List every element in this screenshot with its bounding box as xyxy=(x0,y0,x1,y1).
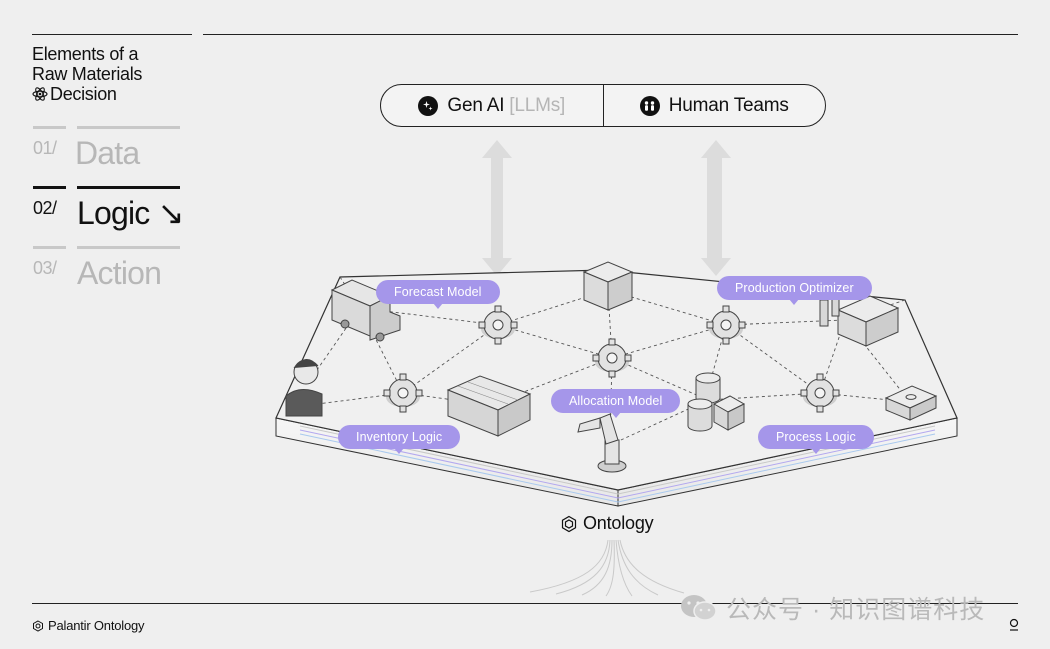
storage-tanks-icon xyxy=(687,372,746,432)
step3-rule-label xyxy=(77,246,180,249)
step2-rule-label xyxy=(77,186,180,189)
sparkle-icon xyxy=(418,95,439,116)
network-edges xyxy=(309,276,911,446)
step2-rule-num xyxy=(33,186,66,189)
sidebar-title: Elements of a Raw Materials Decision xyxy=(32,44,202,104)
gen-ai-segment[interactable]: Gen AI [LLMs] xyxy=(381,85,603,126)
watermark: 公众号 · 知识图谱科技 xyxy=(680,590,985,626)
watermark-text: 公众号 · 知识图谱科技 xyxy=(726,596,986,624)
atom-icon xyxy=(32,87,48,101)
step-3-label[interactable]: Action xyxy=(77,255,162,291)
llms-suffix: [LLMs] xyxy=(509,94,566,116)
footer-brand: Palantir Ontology xyxy=(32,618,145,633)
factory-icon xyxy=(819,295,900,347)
forecast-model-tag[interactable]: Forecast Model xyxy=(376,280,500,309)
human-teams-label: Human Teams xyxy=(668,94,789,116)
people-glyph xyxy=(645,100,655,111)
double-arrow-left xyxy=(482,140,512,276)
step-1-number[interactable]: 01/ xyxy=(33,138,57,158)
top-rule-right xyxy=(203,34,1018,35)
human-teams-segment[interactable]: Human Teams xyxy=(604,85,826,126)
production-optimizer-tag[interactable]: Production Optimizer xyxy=(717,276,872,305)
inventory-logic-tag[interactable]: Inventory Logic xyxy=(338,425,461,454)
ontology-roots xyxy=(529,539,685,597)
people-icon xyxy=(639,95,660,116)
gen-ai-label: Gen AI xyxy=(447,94,505,116)
cash-stack-icon xyxy=(884,385,938,421)
gear-icon xyxy=(383,373,423,413)
gear-icon xyxy=(800,373,840,413)
title-line-2: Raw Materials xyxy=(32,64,143,84)
warehouse-icon xyxy=(446,375,532,437)
step1-rule-num xyxy=(33,126,66,129)
pin-icon xyxy=(1009,618,1019,631)
pill-divider xyxy=(602,85,604,126)
ontology-icon xyxy=(561,515,577,532)
gear-icon xyxy=(592,338,632,378)
title-line-3-wrap: Decision xyxy=(32,84,202,104)
allocation-model-tag[interactable]: Allocation Model xyxy=(551,389,681,418)
gear-icon xyxy=(706,305,746,345)
process-logic-tag[interactable]: Process Logic xyxy=(758,425,874,454)
step-2-number[interactable]: 02/ xyxy=(33,198,57,218)
person-icon xyxy=(285,359,323,417)
bottom-rule xyxy=(32,603,1018,604)
step-3-number[interactable]: 03/ xyxy=(33,258,57,278)
wechat-icon xyxy=(681,595,717,621)
step3-rule-num xyxy=(33,246,66,249)
truck-icon xyxy=(330,279,401,342)
ontology-label: Ontology xyxy=(560,513,654,534)
sparkle-glyph xyxy=(423,100,433,110)
top-rule-left xyxy=(32,34,192,35)
double-arrow-right xyxy=(701,140,731,276)
box-icon xyxy=(582,261,634,311)
footer-brand-text: Palantir Ontology xyxy=(48,618,145,633)
ontology-text: Ontology xyxy=(583,513,654,533)
step-1-label[interactable]: Data xyxy=(75,135,140,171)
palantir-icon xyxy=(33,619,43,632)
agents-pill: Gen AI [LLMs] Human Teams xyxy=(380,84,826,127)
step1-rule-label xyxy=(77,126,180,129)
title-line-1: Elements of a xyxy=(32,44,139,64)
title-line-3: Decision xyxy=(50,84,117,104)
robot-arm-icon xyxy=(577,413,627,473)
gear-icon xyxy=(478,305,518,345)
step-2-label[interactable]: Logic ↘ xyxy=(77,195,184,231)
